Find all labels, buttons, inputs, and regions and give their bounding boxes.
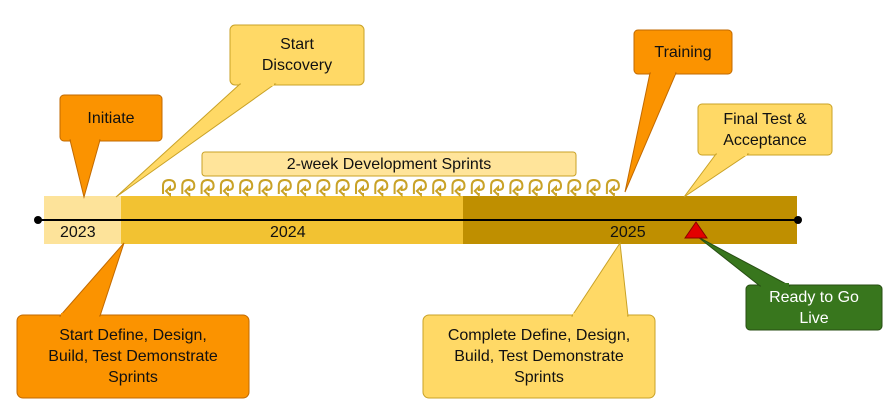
curl-arrow-icon [335, 178, 350, 198]
year-label-2023: 2023 [60, 224, 96, 241]
curl-arrow-icon [316, 178, 331, 198]
curl-arrow-icon [355, 178, 370, 198]
callout-final-test [683, 103, 833, 198]
curl-arrow-icon [277, 178, 292, 198]
axis-end-dot [794, 216, 802, 224]
sprint-curls [162, 178, 620, 198]
curl-arrow-icon [393, 178, 408, 198]
curl-arrow-icon [528, 178, 543, 198]
curl-arrow-icon [605, 178, 620, 198]
sprint-label: 2-week Development Sprints [286, 155, 492, 173]
callout-training [624, 29, 733, 193]
callout-start-discovery [115, 24, 365, 198]
callout-final-test-label: Final Test & Acceptance [723, 110, 807, 149]
callout-initiate-label: Initiate [87, 109, 135, 127]
curl-arrow-icon [490, 178, 505, 198]
callout-start-define-label: Start Define, Design, Build, Test Demons… [48, 327, 218, 386]
curl-arrow-icon [548, 178, 563, 198]
callout-go-live [697, 236, 883, 331]
callout-initiate [59, 94, 163, 199]
callout-start-define [16, 242, 250, 399]
curl-arrow-icon [297, 178, 312, 198]
sprint-label-box [201, 151, 577, 177]
curl-arrow-icon [567, 178, 582, 198]
curl-arrow-icon [451, 178, 466, 198]
curl-arrow-icon [200, 178, 215, 198]
callout-complete-define-label: Complete Define, Design, Build, Test Dem… [447, 327, 631, 386]
curl-arrow-icon [470, 178, 485, 198]
curl-arrow-icon [412, 178, 427, 198]
curl-arrow-icon [509, 178, 524, 198]
curl-arrow-icon [374, 178, 389, 198]
callout-complete-define [422, 241, 656, 399]
curl-arrow-icon [181, 178, 196, 198]
curl-arrow-icon [432, 178, 447, 198]
curl-arrow-icon [586, 178, 601, 198]
curl-arrow-icon [239, 178, 254, 198]
red-triangle-icon [684, 221, 708, 239]
year-label-2024: 2024 [270, 224, 306, 241]
curl-arrow-icon [162, 178, 177, 198]
callout-go-live-label: Ready to Go Live [769, 288, 859, 327]
callout-start-discovery-label: Start Discovery [261, 36, 333, 74]
year-label-2025: 2025 [610, 224, 646, 241]
curl-arrow-icon [258, 178, 273, 198]
callout-training-label: Training [654, 43, 712, 61]
curl-arrow-icon [219, 178, 234, 198]
axis-start-dot [34, 216, 42, 224]
